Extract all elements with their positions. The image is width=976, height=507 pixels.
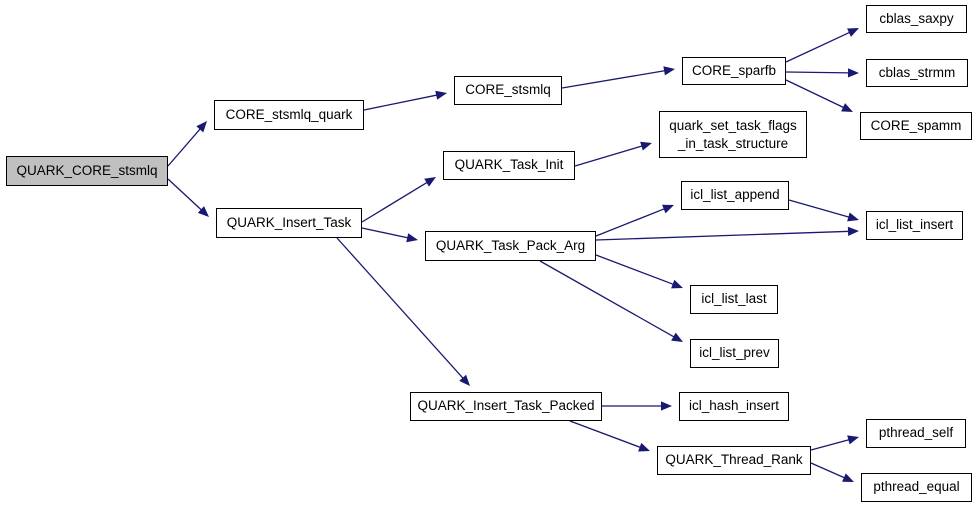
graph-node-icl_list_insert[interactable]: icl_list_insert xyxy=(866,211,963,240)
edge-line xyxy=(785,31,852,63)
graph-node-core_sparfb[interactable]: CORE_sparfb xyxy=(682,57,786,85)
arrowhead-icon xyxy=(841,103,853,112)
edge-line xyxy=(167,178,203,212)
graph-node-core_spamm[interactable]: CORE_spamm xyxy=(860,112,972,140)
graph-node-label: CORE_stsmlq_quark xyxy=(225,106,353,122)
edge-quark_insert_task_packed-to-quark_thread_rank xyxy=(569,420,650,452)
graph-node-label: CORE_spamm xyxy=(870,117,962,133)
edge-quark_insert_task-to-quark_task_init xyxy=(361,177,436,223)
graph-node-icl_list_prev[interactable]: icl_list_prev xyxy=(690,339,779,368)
arrowhead-icon xyxy=(847,435,859,445)
arrowhead-icon xyxy=(661,401,672,411)
edge-line xyxy=(595,207,666,237)
arrowhead-icon xyxy=(424,177,436,187)
edge-line xyxy=(810,462,847,479)
edge-core_stsmlq-to-core_sparfb xyxy=(561,66,675,89)
edge-line xyxy=(167,127,202,167)
edge-line xyxy=(361,181,429,223)
graph-node-pthread_equal[interactable]: pthread_equal xyxy=(861,473,972,502)
edge-line xyxy=(569,420,642,449)
graph-node-label: icl_list_append xyxy=(690,187,780,203)
edge-quark_task_pack_arg-to-icl_list_last xyxy=(595,254,683,289)
edge-line xyxy=(561,69,667,89)
edge-line xyxy=(361,227,410,239)
graph-node-core_stsmlq_quark[interactable]: CORE_stsmlq_quark xyxy=(214,100,364,130)
graph-node-cblas_strmm[interactable]: cblas_strmm xyxy=(866,59,968,87)
edge-quark_task_pack_arg-to-icl_list_prev xyxy=(539,260,683,342)
edge-core_sparfb-to-cblas_strmm xyxy=(785,68,859,78)
arrowhead-icon xyxy=(671,332,683,342)
arrowhead-icon xyxy=(197,206,209,217)
graph-node-label: QUARK_Insert_Task_Packed xyxy=(417,398,595,414)
arrowhead-icon xyxy=(638,442,650,452)
graph-node-quark_insert_task_packed[interactable]: QUARK_Insert_Task_Packed xyxy=(410,392,602,421)
graph-node-label: QUARK_Thread_Rank xyxy=(665,452,803,468)
edge-quark_thread_rank-to-pthread_equal xyxy=(810,462,854,482)
edge-line xyxy=(595,254,675,286)
edge-quark_core_stsmlq-to-quark_insert_task xyxy=(167,178,209,217)
graph-node-pthread_self[interactable]: pthread_self xyxy=(866,419,966,448)
graph-node-quark_core_stsmlq[interactable]: QUARK_CORE_stsmlq xyxy=(6,156,168,186)
edge-quark_insert_task_packed-to-icl_hash_insert xyxy=(602,401,672,411)
graph-node-label: pthread_self xyxy=(878,425,954,441)
graph-node-icl_list_append[interactable]: icl_list_append xyxy=(681,181,789,210)
graph-node-icl_list_last[interactable]: icl_list_last xyxy=(690,285,778,314)
edge-line xyxy=(539,260,676,339)
edge-quark_core_stsmlq-to-core_stsmlq_quark xyxy=(167,121,207,167)
edge-quark_task_pack_arg-to-icl_list_insert xyxy=(595,226,859,241)
graph-node-label: QUARK_Insert_Task xyxy=(226,214,352,230)
edge-line xyxy=(785,79,846,109)
edge-line xyxy=(810,438,851,451)
arrowhead-icon xyxy=(196,121,207,133)
arrowhead-icon xyxy=(847,212,859,222)
edge-quark_insert_task-to-quark_task_pack_arg xyxy=(361,227,418,243)
arrowhead-icon xyxy=(435,90,447,100)
graph-node-label: QUARK_Task_Pack_Arg xyxy=(435,237,586,253)
graph-node-quark_insert_task[interactable]: QUARK_Insert_Task xyxy=(216,208,362,238)
arrowhead-icon xyxy=(847,226,859,236)
arrowhead-icon xyxy=(406,233,418,243)
arrowhead-icon xyxy=(640,141,652,151)
edge-core_stsmlq_quark-to-core_stsmlq xyxy=(363,90,447,111)
edge-line xyxy=(785,71,851,74)
arrowhead-icon xyxy=(847,28,859,37)
arrowhead-icon xyxy=(671,279,683,289)
graph-node-label: icl_list_insert xyxy=(875,217,954,233)
graph-node-label: cblas_strmm xyxy=(878,64,956,80)
arrowhead-icon xyxy=(842,473,854,482)
edge-icl_list_append-to-icl_list_insert xyxy=(788,199,859,222)
graph-node-label: QUARK_CORE_stsmlq xyxy=(16,162,158,178)
graph-node-label: quark_set_task_flags _in_task_structure xyxy=(669,118,797,151)
edge-quark_thread_rank-to-pthread_self xyxy=(810,435,859,451)
graph-node-icl_hash_insert[interactable]: icl_hash_insert xyxy=(679,392,789,421)
edge-core_sparfb-to-cblas_saxpy xyxy=(785,28,859,63)
edge-line xyxy=(363,94,439,111)
graph-node-label: CORE_sparfb xyxy=(691,62,777,78)
graph-node-core_stsmlq[interactable]: CORE_stsmlq xyxy=(454,76,562,105)
edge-line xyxy=(595,230,851,241)
graph-node-quark_set_task_flags[interactable]: quark_set_task_flags _in_task_structure xyxy=(659,111,807,158)
edge-quark_task_pack_arg-to-icl_list_append xyxy=(595,204,674,237)
graph-node-quark_task_init[interactable]: QUARK_Task_Init xyxy=(443,151,575,180)
edge-line xyxy=(574,144,644,167)
graph-node-cblas_saxpy[interactable]: cblas_saxpy xyxy=(866,5,967,33)
arrowhead-icon xyxy=(459,374,470,386)
edge-line xyxy=(788,199,851,219)
graph-node-label: pthread_equal xyxy=(873,479,960,495)
edge-quark_task_init-to-quark_set_task_flags xyxy=(574,141,652,167)
graph-node-label: QUARK_Task_Init xyxy=(454,157,564,173)
arrowhead-icon xyxy=(663,66,675,76)
graph-node-quark_thread_rank[interactable]: QUARK_Thread_Rank xyxy=(657,446,811,475)
graph-node-label: CORE_stsmlq xyxy=(465,82,551,98)
arrowhead-icon xyxy=(662,204,674,214)
graph-node-label: icl_list_prev xyxy=(699,345,770,361)
graph-node-label: icl_hash_insert xyxy=(688,398,780,414)
edge-core_sparfb-to-core_spamm xyxy=(785,79,853,112)
arrowhead-icon xyxy=(847,68,859,78)
graph-node-label: icl_list_last xyxy=(701,291,767,307)
graph-node-quark_task_pack_arg[interactable]: QUARK_Task_Pack_Arg xyxy=(425,231,596,261)
graph-node-label: cblas_saxpy xyxy=(879,10,954,26)
